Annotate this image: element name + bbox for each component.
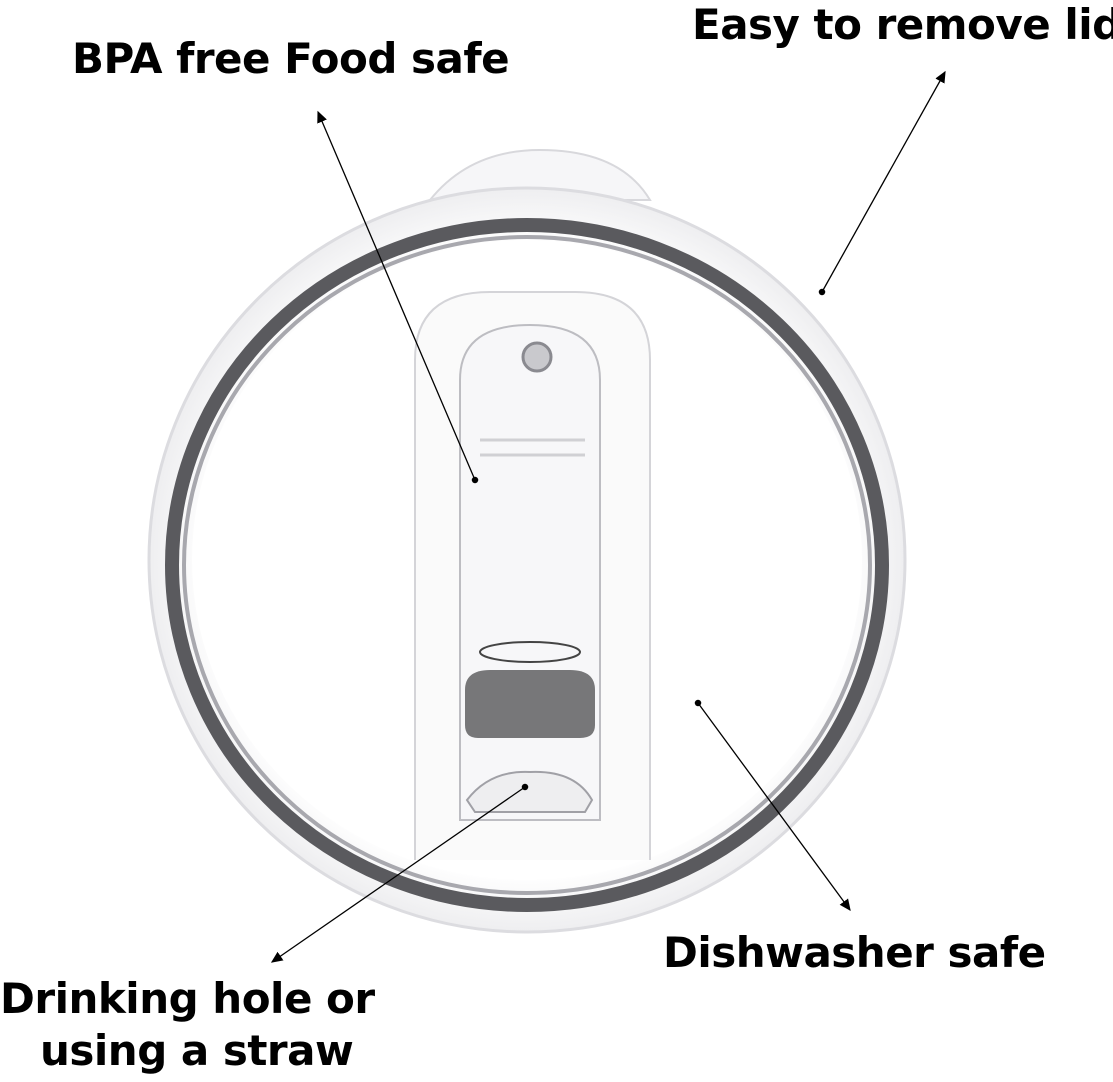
arrow-bpa <box>317 110 479 484</box>
slider <box>459 323 601 821</box>
label-easy-remove: Easy to remove lid <box>692 0 1113 49</box>
label-drinking-line1: Drinking hole or <box>0 974 375 1023</box>
vent-opening <box>465 670 595 738</box>
label-dishwasher: Dishwasher safe <box>663 928 1046 977</box>
slider-pin <box>521 341 553 373</box>
arrow-dishwasher <box>694 699 851 912</box>
label-bpa-free: BPA free Food safe <box>72 34 510 83</box>
arrow-drinking <box>270 783 529 963</box>
arrow-easy-remove <box>818 70 946 296</box>
label-drinking-line2: using a straw <box>40 1026 354 1075</box>
